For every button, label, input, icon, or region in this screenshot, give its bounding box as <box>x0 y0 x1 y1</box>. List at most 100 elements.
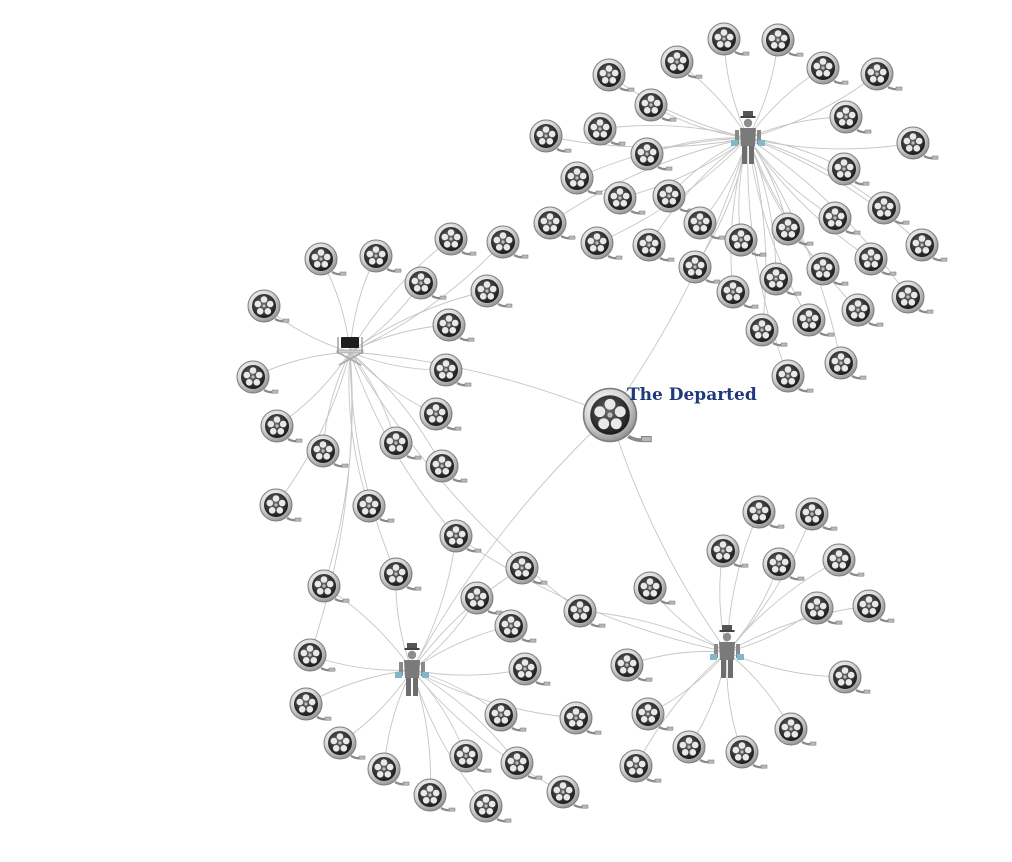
film-reel-icon[interactable] <box>630 696 675 732</box>
film-reel-icon[interactable] <box>823 345 868 381</box>
film-reel-icon[interactable] <box>591 57 636 93</box>
film-reel-icon[interactable] <box>866 190 911 226</box>
film-reel-icon[interactable] <box>602 180 647 216</box>
film-reel-icon[interactable] <box>412 777 457 813</box>
film-reel-icon[interactable] <box>424 448 469 484</box>
film-reel-icon[interactable] <box>840 292 885 328</box>
film-reel-icon[interactable] <box>306 568 351 604</box>
film-reel-icon[interactable] <box>651 178 696 214</box>
film-reel-icon[interactable] <box>723 222 768 258</box>
film-reel-icon[interactable] <box>469 273 514 309</box>
film-reel-icon[interactable] <box>671 729 716 765</box>
film-reel-icon[interactable] <box>773 711 818 747</box>
film-reel-icon[interactable] <box>235 359 280 395</box>
edge-actor-top-right-reel <box>549 137 749 224</box>
film-reel-icon[interactable] <box>821 542 866 578</box>
film-reel-icon[interactable] <box>403 265 448 301</box>
film-reel-icon[interactable] <box>507 651 552 687</box>
film-reel-icon[interactable] <box>485 224 530 260</box>
film-reel-icon[interactable] <box>761 546 806 582</box>
film-reel-icon[interactable] <box>246 288 291 324</box>
film-reel-icon[interactable] <box>794 496 839 532</box>
actor-figure-icon[interactable] <box>395 643 429 696</box>
edge-actor-top-right-reel <box>747 137 824 270</box>
film-reel-icon[interactable] <box>322 725 367 761</box>
film-reel-icon[interactable] <box>629 136 674 172</box>
film-reel-icon[interactable] <box>428 352 473 388</box>
film-reel-icon[interactable] <box>760 22 805 58</box>
edge-center-actor-top-right <box>609 137 749 416</box>
film-reel-icon[interactable] <box>582 111 627 147</box>
film-reel-icon[interactable] <box>483 697 528 733</box>
film-reel-icon[interactable] <box>631 227 676 263</box>
film-reel-icon[interactable] <box>532 205 577 241</box>
film-reel-icon[interactable] <box>558 700 603 736</box>
film-reel-icon[interactable] <box>851 588 896 624</box>
film-reel-icon[interactable] <box>618 748 663 784</box>
film-reel-icon[interactable] <box>705 533 750 569</box>
film-reel-icon[interactable] <box>758 261 803 297</box>
film-reel-icon[interactable] <box>258 487 303 523</box>
edge-actor-top-right-reel <box>747 137 872 260</box>
film-reel-icon[interactable] <box>433 221 478 257</box>
film-reel-icon[interactable] <box>438 518 483 554</box>
film-reel-icon[interactable] <box>358 238 403 274</box>
film-reel-icon[interactable] <box>817 200 862 236</box>
film-reel-icon[interactable] <box>305 433 350 469</box>
film-reel-icon[interactable] <box>459 580 504 616</box>
film-reel-icon[interactable] <box>677 249 722 285</box>
film-reel-icon[interactable] <box>468 788 513 824</box>
film-reel-icon[interactable] <box>562 593 607 629</box>
edge-actor-top-right-reel <box>648 137 749 246</box>
film-reel-icon[interactable] <box>633 87 678 123</box>
film-reel-icon[interactable] <box>805 50 850 86</box>
film-reel-icon[interactable] <box>799 590 844 626</box>
film-reel-icon[interactable] <box>292 637 337 673</box>
film-reel-icon[interactable] <box>366 751 411 787</box>
film-reel-icon[interactable] <box>741 494 786 530</box>
film-reel-icon[interactable] <box>828 99 873 135</box>
film-reel-icon[interactable] <box>682 205 727 241</box>
film-reel-icon[interactable] <box>493 608 538 644</box>
film-reel-icon[interactable] <box>859 56 904 92</box>
film-reel-icon[interactable] <box>853 241 898 277</box>
film-reel-icon[interactable] <box>770 211 815 247</box>
film-reel-icon[interactable] <box>805 251 850 287</box>
film-reel-icon[interactable] <box>545 774 590 810</box>
film-reel-icon[interactable] <box>632 570 677 606</box>
film-reel-icon[interactable] <box>895 125 940 161</box>
film-reel-icon[interactable] <box>259 408 304 444</box>
edge-actor-bottom-right-reel <box>726 605 870 653</box>
film-reel-icon[interactable] <box>288 686 333 722</box>
film-reel-icon[interactable] <box>418 396 463 432</box>
film-reel-icon[interactable] <box>378 425 423 461</box>
film-reel-icon[interactable] <box>559 160 604 196</box>
edge-actor-bottom-left-reel <box>323 585 413 671</box>
film-reel-icon[interactable] <box>528 118 573 154</box>
edge-actor-bottom-right-reel <box>579 610 728 653</box>
film-reel-icon[interactable] <box>609 647 654 683</box>
film-reel-icon[interactable] <box>499 745 544 781</box>
film-reel-icon[interactable] <box>827 659 872 695</box>
film-reel-icon[interactable] <box>659 44 704 80</box>
film-reel-icon[interactable] <box>770 358 815 394</box>
film-reel-icon[interactable] <box>826 151 871 187</box>
edge-actor-top-right-reel <box>747 73 878 139</box>
edge-center-actor-bottom-left <box>411 414 611 671</box>
film-reel-icon[interactable] <box>904 227 949 263</box>
film-reel-icon[interactable] <box>431 307 476 343</box>
film-reel-icon[interactable] <box>724 734 769 770</box>
edge-actor-bottom-left-reel <box>411 669 564 793</box>
film-reel-icon[interactable] <box>378 556 423 592</box>
film-reel-icon[interactable] <box>579 225 624 261</box>
film-reel-icon[interactable] <box>351 488 396 524</box>
film-reel-icon[interactable] <box>890 279 935 315</box>
edge-director-reel <box>309 351 353 656</box>
film-reel-icon[interactable] <box>303 241 348 277</box>
edge-center-actor-bottom-right <box>609 414 728 653</box>
film-reel-icon[interactable] <box>448 738 493 774</box>
film-reel-icon[interactable] <box>744 312 789 348</box>
film-reel-icon[interactable] <box>715 274 760 310</box>
film-reel-icon[interactable] <box>706 21 751 57</box>
